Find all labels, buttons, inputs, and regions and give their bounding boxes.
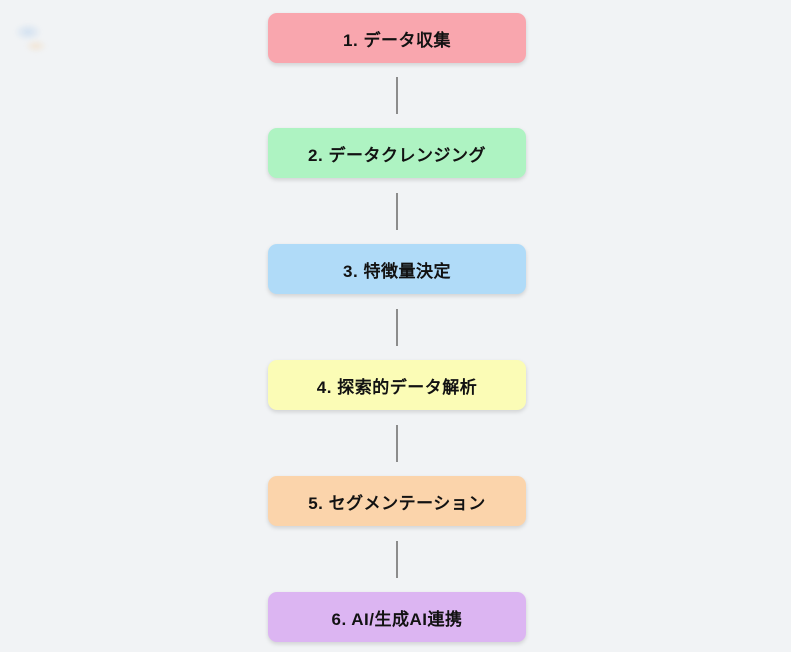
flow-node-5: 5. セグメンテーション (268, 476, 526, 526)
flow-node-label: 6. AI/生成AI連携 (331, 609, 463, 629)
flow-node-label: 3. 特徴量決定 (343, 261, 451, 281)
edge-connector-2-3 (396, 193, 398, 230)
flow-node-1: 1. データ収集 (268, 13, 526, 63)
flow-node-label: 1. データ収集 (343, 30, 451, 50)
edge-connector-3-4 (396, 309, 398, 346)
flow-node-6: 6. AI/生成AI連携 (268, 592, 526, 642)
flow-node-4: 4. 探索的データ解析 (268, 360, 526, 410)
edge-connector-5-6 (396, 541, 398, 578)
flow-node-2: 2. データクレンジング (268, 128, 526, 178)
flow-node-label: 4. 探索的データ解析 (316, 377, 478, 397)
edge-connector-4-5 (396, 425, 398, 462)
flow-node-3: 3. 特徴量決定 (268, 244, 526, 294)
flow-node-label: 5. セグメンテーション (308, 493, 486, 513)
flow-node-label: 2. データクレンジング (308, 145, 486, 165)
watermark-logo (6, 12, 54, 56)
edge-connector-1-2 (396, 77, 398, 114)
